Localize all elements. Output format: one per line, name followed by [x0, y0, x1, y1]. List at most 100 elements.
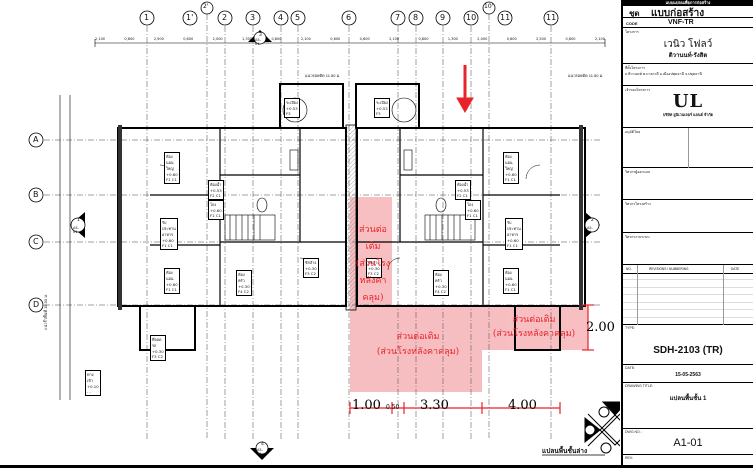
tb-location-value: ถ.ติวานนท์ ต.บางกะดี อ.เมืองปทุมธานี จ.ป… [625, 72, 702, 76]
section-num: 1 [77, 218, 80, 223]
grid-label-7: 7 [395, 13, 401, 22]
grid-label-D: D [33, 300, 40, 309]
left-dimension-line [59, 95, 71, 400]
title-block: แบบแปลนเพื่อการก่อสร้าง ชุด แบบก่อสร้าง … [621, 0, 753, 465]
dim-text: 0,600 [565, 37, 576, 41]
tb-revisions: NO. REVISIONS / NUMBERING DATE [623, 265, 753, 325]
section-marker-left [70, 212, 86, 238]
plan-title: แปลนพื้นชั้นล่าง [542, 448, 588, 455]
grid-label-10p: 10' [484, 3, 494, 10]
grid-bubbles-left [28, 132, 44, 313]
grid-label-2p: 2' [203, 3, 209, 10]
rev-col-no: NO. [626, 267, 632, 271]
room-tag: ระเบียง+0.53 F3 [284, 98, 300, 118]
tb-code-value: VNF-TR [668, 19, 694, 26]
tb-type-value: SDH-2103 (TR) [653, 345, 723, 356]
room-tag: ห้องนอน+0.60 F1 C1 [503, 268, 519, 294]
grid-label-A: A [33, 135, 39, 144]
room-tag: รับประทานอาหาร+0.60 F1 C1 [160, 218, 178, 250]
north-arrow-red [456, 65, 474, 114]
tb-architect-label: วิศวกรผู้ออกแบบ [625, 170, 651, 174]
grid-label-11: 11 [546, 13, 557, 22]
room-tag: ทางเข้า+0.10 - - [85, 370, 101, 396]
tb-engineer: วิศวกรโครงสร้าง [623, 200, 753, 233]
grid-label-9: 9 [440, 13, 446, 22]
dim-text: 2,000 [212, 37, 223, 41]
level-note-left: แนวรอยตัด 11.50 ม. [305, 73, 341, 78]
grid-label-3: 3 [250, 13, 256, 22]
grid-label-10: 10 [466, 13, 477, 22]
tb-engineer-label: วิศวกรโครงสร้าง [625, 202, 651, 206]
room-tag: ห้องนอน+0.60 F1 C1 [164, 268, 180, 294]
room-tag: ที่จอดรถ+0.30 F3 C2 [150, 335, 166, 361]
dim-text: 0,600 [506, 37, 517, 41]
room-tag: โถง+0.60 F1 C1 [208, 200, 224, 220]
grid-label-5: 5 [295, 13, 301, 22]
wall-hatch [118, 124, 583, 311]
rev-col-date: DATE [731, 267, 740, 271]
grid-label-4: 4 [278, 13, 284, 22]
grid-label-1p: 1' [186, 13, 194, 22]
section-marker-right [584, 212, 600, 238]
section-num: 3 [259, 33, 262, 38]
section-sheet: A5-01 [587, 226, 593, 234]
room-tag: ห้องน้ำ+0.53 F2 C1 [208, 180, 224, 200]
grid-label-1: 1 [144, 13, 150, 22]
dim-3-30: 3.30 [420, 398, 449, 413]
tb-location-label: ที่ตั้งโครงการ [625, 66, 646, 70]
tb-rev-label: REV: [625, 456, 634, 460]
top-dimension-values: 2,100 0,600 2,500 0,600 2,000 1,300 0,80… [95, 37, 605, 41]
tb-date-value: 15-05-2563 [675, 372, 701, 378]
tb-drawing-title: DRAWING TITLE: แปลนพื้นชั้น 1 [623, 383, 753, 429]
section-marker-bottom [250, 441, 274, 460]
room-tag: โถง+0.60 F1 C1 [465, 200, 481, 220]
room-tag: ห้องนอนใหญ่+0.60 F1 C1 [164, 152, 180, 184]
tb-code-row: CODE VNF-TR [623, 18, 753, 28]
tb-top-header: แบบแปลนเพื่อการก่อสร้าง [623, 0, 753, 6]
dim-0-50: 0.50 [386, 404, 400, 411]
tb-project: โครงการ เวนิว โฟลว์ ติวานนท์-รังสิต [623, 28, 753, 64]
grid-label-C: C [33, 237, 39, 246]
tb-inspector-label: วิศวกรงานระบบ [625, 235, 650, 239]
room-tag: รับประทานอาหาร+0.60 F1 C1 [505, 218, 523, 250]
dim-text: 1,300 [242, 37, 253, 41]
grid-label-2: 2 [222, 13, 228, 22]
section-marker-top [248, 30, 272, 45]
company-logo: UL [672, 91, 704, 112]
grid-label-11p: 11' [500, 13, 513, 22]
tb-rev: REV: [623, 455, 753, 465]
room-tag: ระเบียง+0.53 F3 [374, 98, 390, 118]
tb-owner-label: เจ้าของโครงการ [625, 88, 651, 92]
side-label-left: แนวรั้วพื้นที่ 15.50 ม. [43, 294, 48, 330]
tb-inspector: วิศวกรงานระบบ [623, 233, 753, 265]
tb-set-row: ชุด แบบก่อสร้าง [623, 6, 753, 19]
tb-project-sub: ติวานนท์-รังสิต [668, 53, 708, 59]
dim-text: 2,000 [477, 37, 488, 41]
tb-set-value: แบบก่อสร้าง [651, 8, 705, 19]
tb-type: TYPE: SDH-2103 (TR) [623, 325, 753, 365]
sanitary-fixtures [256, 97, 447, 213]
floor-plan-drawing [28, 1, 620, 460]
tb-date: DATE: 15-05-2563 [623, 365, 753, 383]
dim-text: 2,100 [389, 37, 400, 41]
dim-text: 0,600 [124, 37, 135, 41]
sheet-bottom-border [0, 465, 753, 468]
dim-text: 2,500 [153, 37, 164, 41]
tb-project-name: เวนิว โฟลว์ [663, 39, 713, 50]
tb-set-label: ชุด [629, 9, 640, 18]
tb-dwg-no-label: DWG NO.: [625, 430, 642, 434]
section-sheet: A5-01 [257, 448, 263, 456]
rev-col-desc: REVISIONS / NUMBERING [649, 267, 689, 271]
tb-type-label: TYPE: [625, 326, 636, 330]
dim-text: 1,300 [447, 37, 458, 41]
grid-labels: 1 2' 1' 2 3 4 5 6 7 8 9 10' 10 11' 11 A … [33, 3, 557, 309]
grid-label-B: B [33, 190, 39, 199]
dim-text: 2,100 [300, 37, 311, 41]
grid-label-6: 6 [346, 13, 352, 22]
tb-approval: อนุมัติโดย [623, 128, 753, 168]
dim-4-00: 4.00 [508, 398, 537, 413]
tb-approval-label: อนุมัติโดย [625, 130, 641, 134]
tb-owner: เจ้าของโครงการ UL บริษัท ยูนิเวนเจอร์ แล… [623, 86, 753, 128]
extension-label-vertical: ส่วนต่อเติม (ส่วนโรง หลังคา คลุม) [355, 225, 391, 303]
